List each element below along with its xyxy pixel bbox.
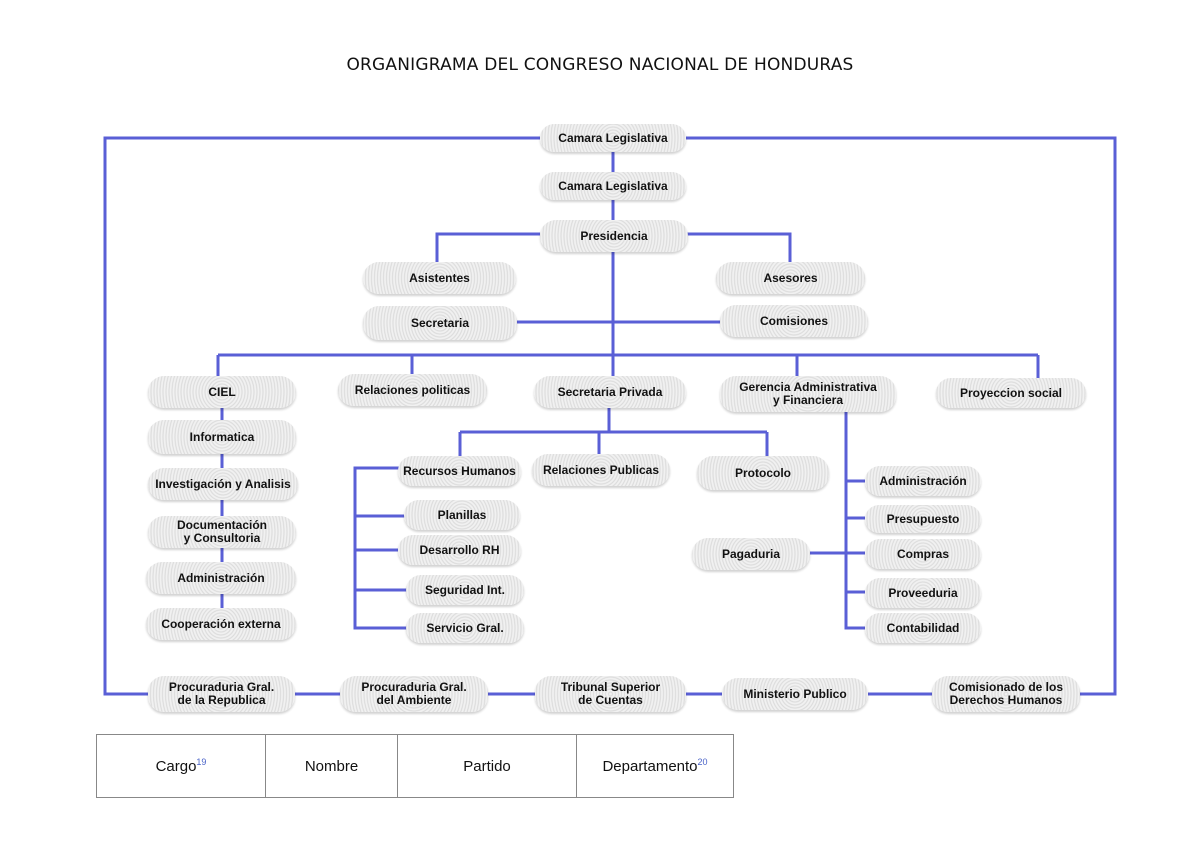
node-investigacion-analisis: Investigación y Analisis bbox=[148, 468, 298, 500]
partido-label: Partido bbox=[463, 757, 511, 775]
outer-frame-line bbox=[686, 136, 1117, 696]
table-row: Cargo19 Nombre Partido Departamento20 bbox=[96, 734, 734, 798]
node-desarrollo-rh: Desarrollo RH bbox=[398, 535, 521, 565]
node-administracion-ciel: Administración bbox=[146, 562, 296, 594]
node-informatica: Informatica bbox=[148, 420, 296, 454]
node-administracion-gerencia: Administración bbox=[865, 466, 981, 496]
node-documentacion-consultoria: Documentación y Consultoria bbox=[148, 516, 296, 548]
node-relaciones-publicas: Relaciones Publicas bbox=[532, 454, 670, 486]
node-asesores: Asesores bbox=[716, 262, 865, 294]
departamento-label: Departamento bbox=[602, 758, 698, 775]
cargo-label: Cargo bbox=[155, 758, 197, 775]
node-comisiones: Comisiones bbox=[720, 305, 868, 337]
node-proveeduria: Proveeduria bbox=[865, 578, 981, 608]
table-header-partido: Partido bbox=[397, 734, 577, 798]
node-asistentes: Asistentes bbox=[363, 262, 516, 294]
node-planillas: Planillas bbox=[404, 500, 520, 530]
table-header-cargo: Cargo19 bbox=[96, 734, 266, 798]
node-proyeccion-social: Proyeccion social bbox=[936, 378, 1086, 408]
node-presidencia: Presidencia bbox=[540, 220, 688, 252]
node-secretaria: Secretaria bbox=[363, 306, 517, 340]
table-header-nombre: Nombre bbox=[265, 734, 398, 798]
node-ministerio-publico: Ministerio Publico bbox=[722, 678, 868, 710]
connector-lines bbox=[103, 136, 1117, 696]
nombre-label: Nombre bbox=[304, 757, 359, 775]
branch-line bbox=[435, 232, 540, 262]
node-recursos-humanos: Recursos Humanos bbox=[398, 456, 521, 486]
node-ciel: CIEL bbox=[148, 376, 296, 408]
gerencia-bracket-line bbox=[844, 412, 865, 630]
page-title: ORGANIGRAMA DEL CONGRESO NACIONAL DE HON… bbox=[346, 55, 854, 75]
node-protocolo: Protocolo bbox=[697, 456, 829, 490]
node-presupuesto: Presupuesto bbox=[865, 505, 981, 533]
node-camara-legislativa: Camara Legislativa bbox=[540, 124, 686, 152]
node-compras: Compras bbox=[865, 539, 981, 569]
node-seguridad-int: Seguridad Int. bbox=[406, 575, 524, 605]
node-procuraduria-republica: Procuraduria Gral. de la Republica bbox=[148, 676, 295, 712]
node-secretaria-privada: Secretaria Privada bbox=[534, 376, 686, 408]
node-tribunal-superior: Tribunal Superior de Cuentas bbox=[535, 676, 686, 712]
table-header-departamento: Departamento20 bbox=[576, 734, 734, 798]
node-gerencia-administrativa: Gerencia Administrativa y Financiera bbox=[720, 376, 896, 412]
node-procuraduria-ambiente: Procuraduria Gral. del Ambiente bbox=[340, 676, 488, 712]
branch-line bbox=[686, 232, 792, 262]
rrhh-bracket-line bbox=[353, 466, 408, 630]
node-relaciones-politicas: Relaciones politicas bbox=[338, 374, 487, 406]
footnote-19[interactable]: 19 bbox=[196, 757, 207, 767]
outer-frame-line bbox=[103, 136, 540, 696]
node-servicio-gral: Servicio Gral. bbox=[406, 613, 524, 643]
node-cooperacion-externa: Cooperación externa bbox=[146, 608, 296, 640]
node-camara-legislativa-2: Camara Legislativa bbox=[540, 172, 686, 200]
node-pagaduria: Pagaduria bbox=[692, 538, 810, 570]
node-comisionado-derechos-humanos: Comisionado de los Derechos Humanos bbox=[932, 676, 1080, 712]
node-contabilidad: Contabilidad bbox=[865, 613, 981, 643]
footnote-20[interactable]: 20 bbox=[697, 757, 708, 767]
cargo-table: Cargo19 Nombre Partido Departamento20 bbox=[96, 734, 734, 798]
